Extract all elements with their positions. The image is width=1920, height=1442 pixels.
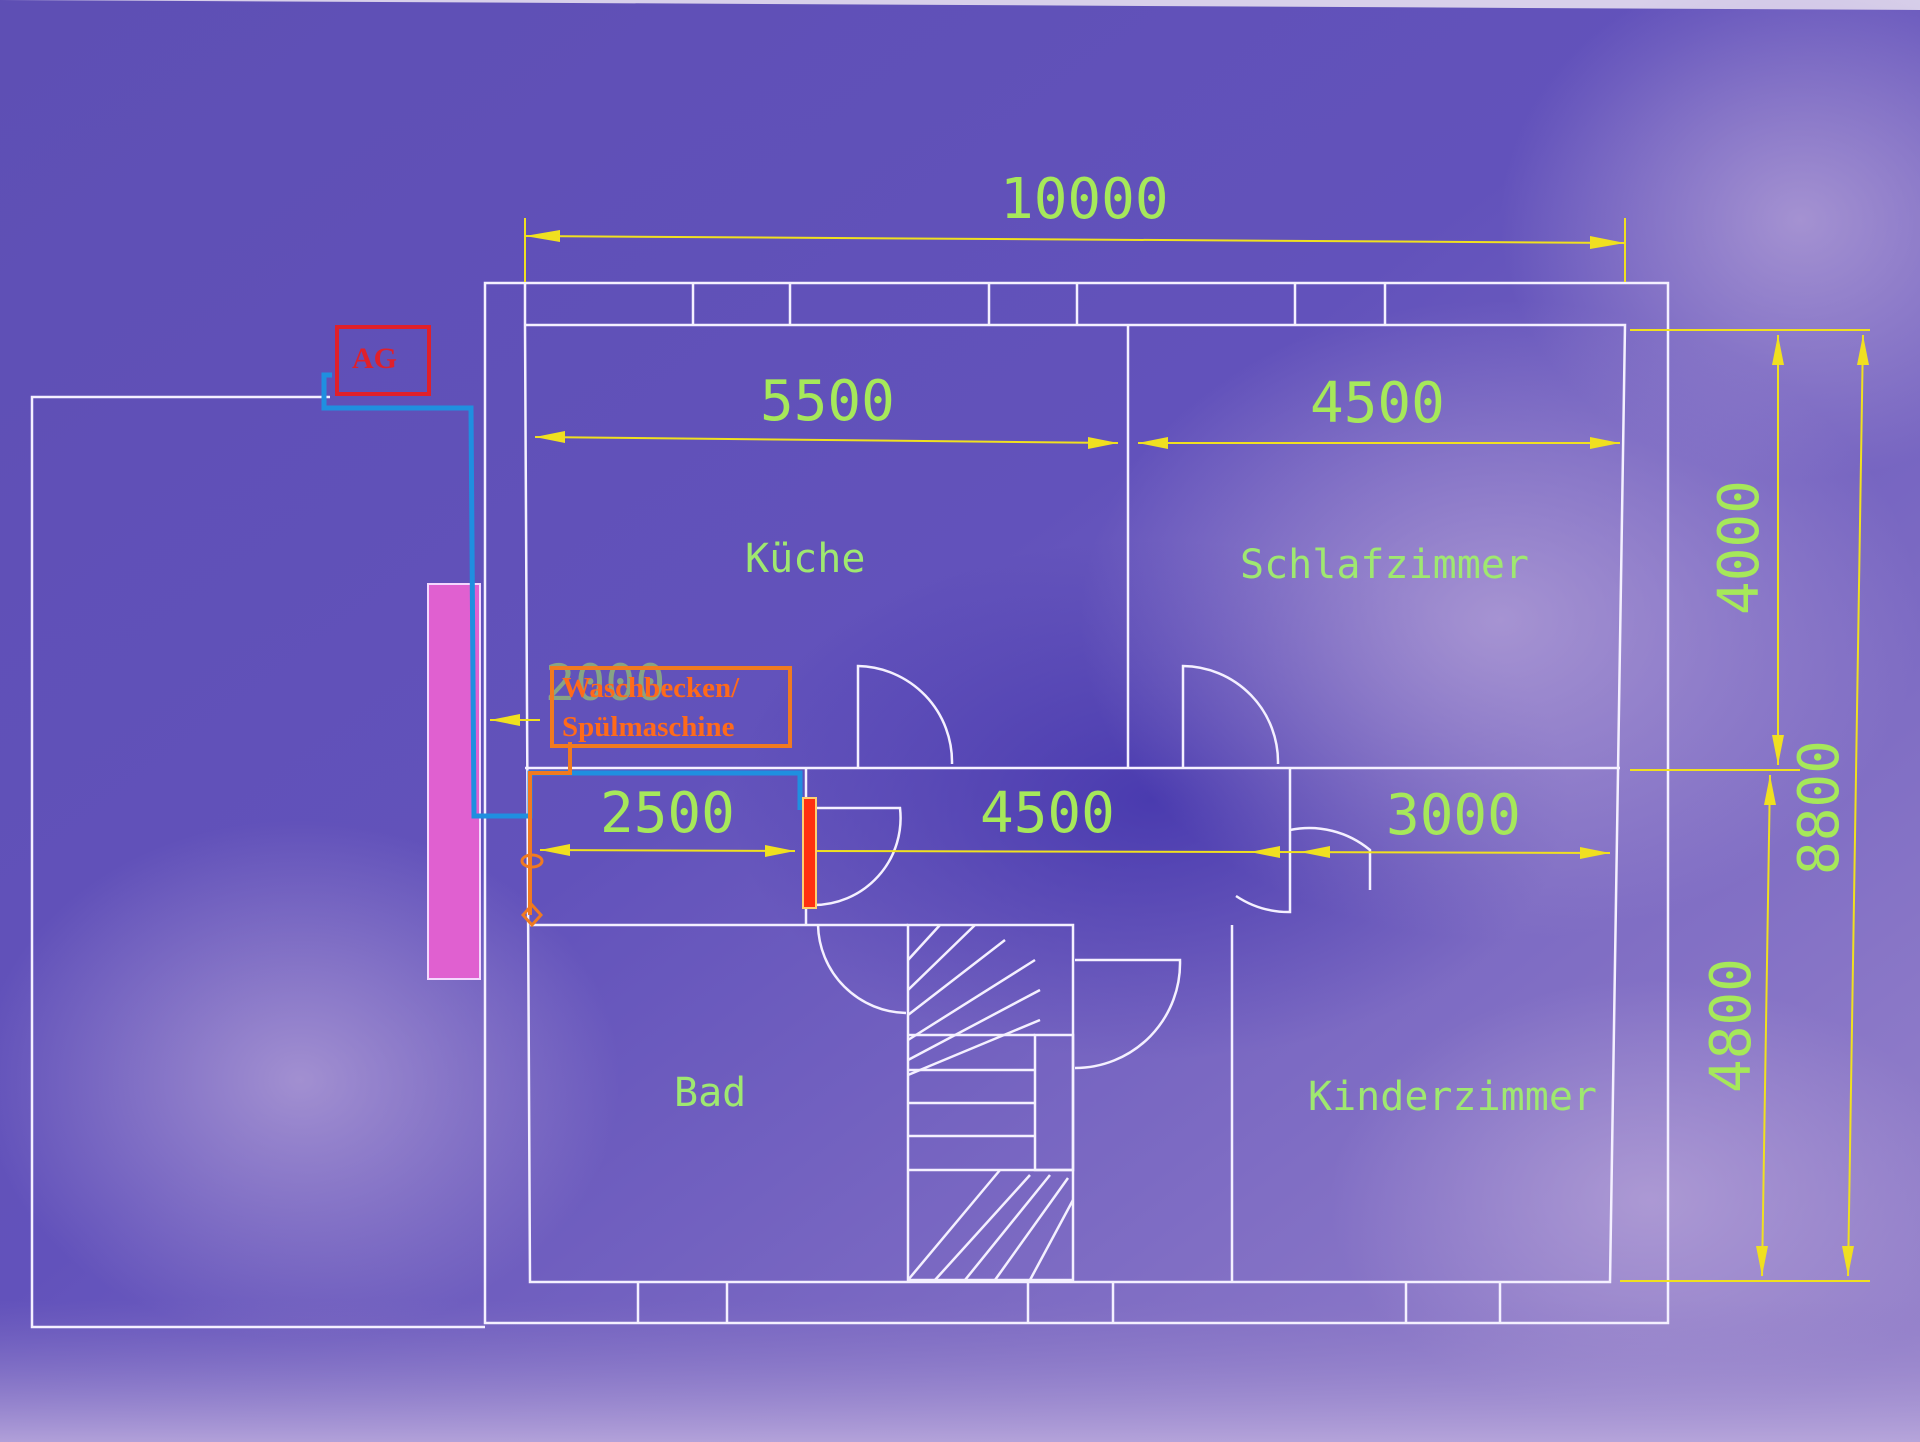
inner-walls: [523, 323, 1627, 1284]
dim-hall-left: 2500: [600, 781, 735, 846]
sink-symbol: [802, 797, 817, 909]
dim-bedroom-width: 4500: [1310, 371, 1445, 436]
room-kids: Kinderzimmer: [1308, 1074, 1597, 1120]
dim-upper-depth: 4000: [1707, 480, 1772, 615]
ag-label: AG: [352, 342, 397, 375]
dim-lower-depth: 4800: [1699, 958, 1764, 1093]
sink-label-line1: Waschbecken/: [562, 672, 740, 704]
door-swings: [812, 664, 1372, 1070]
staircase: [906, 923, 1075, 1282]
room-kitchen: Küche: [745, 536, 865, 582]
blue-pipe: [321, 372, 803, 819]
dim-hidden: 2000: [545, 654, 665, 712]
dim-hall-mid: 4500: [980, 781, 1115, 846]
bottom-windows: [636, 1282, 1502, 1323]
annex-outline: [30, 395, 485, 1329]
dim-kitchen-width: 5500: [760, 369, 895, 434]
room-bedroom: Schlafzimmer: [1240, 542, 1529, 588]
sink-label-line2: Spülmaschine: [562, 711, 735, 743]
dim-overall-width: 10000: [1000, 167, 1169, 232]
ag-callout: AG: [335, 325, 431, 396]
dim-hall-right: 3000: [1386, 783, 1521, 848]
dimension-lines: [490, 218, 1870, 1282]
dim-overall-depth: 8800: [1787, 740, 1852, 875]
top-windows: [523, 283, 1387, 325]
sink-callout: Waschbecken/ Spülmaschine: [550, 666, 792, 748]
room-bath: Bad: [674, 1070, 746, 1116]
orange-pipe: [520, 742, 572, 928]
